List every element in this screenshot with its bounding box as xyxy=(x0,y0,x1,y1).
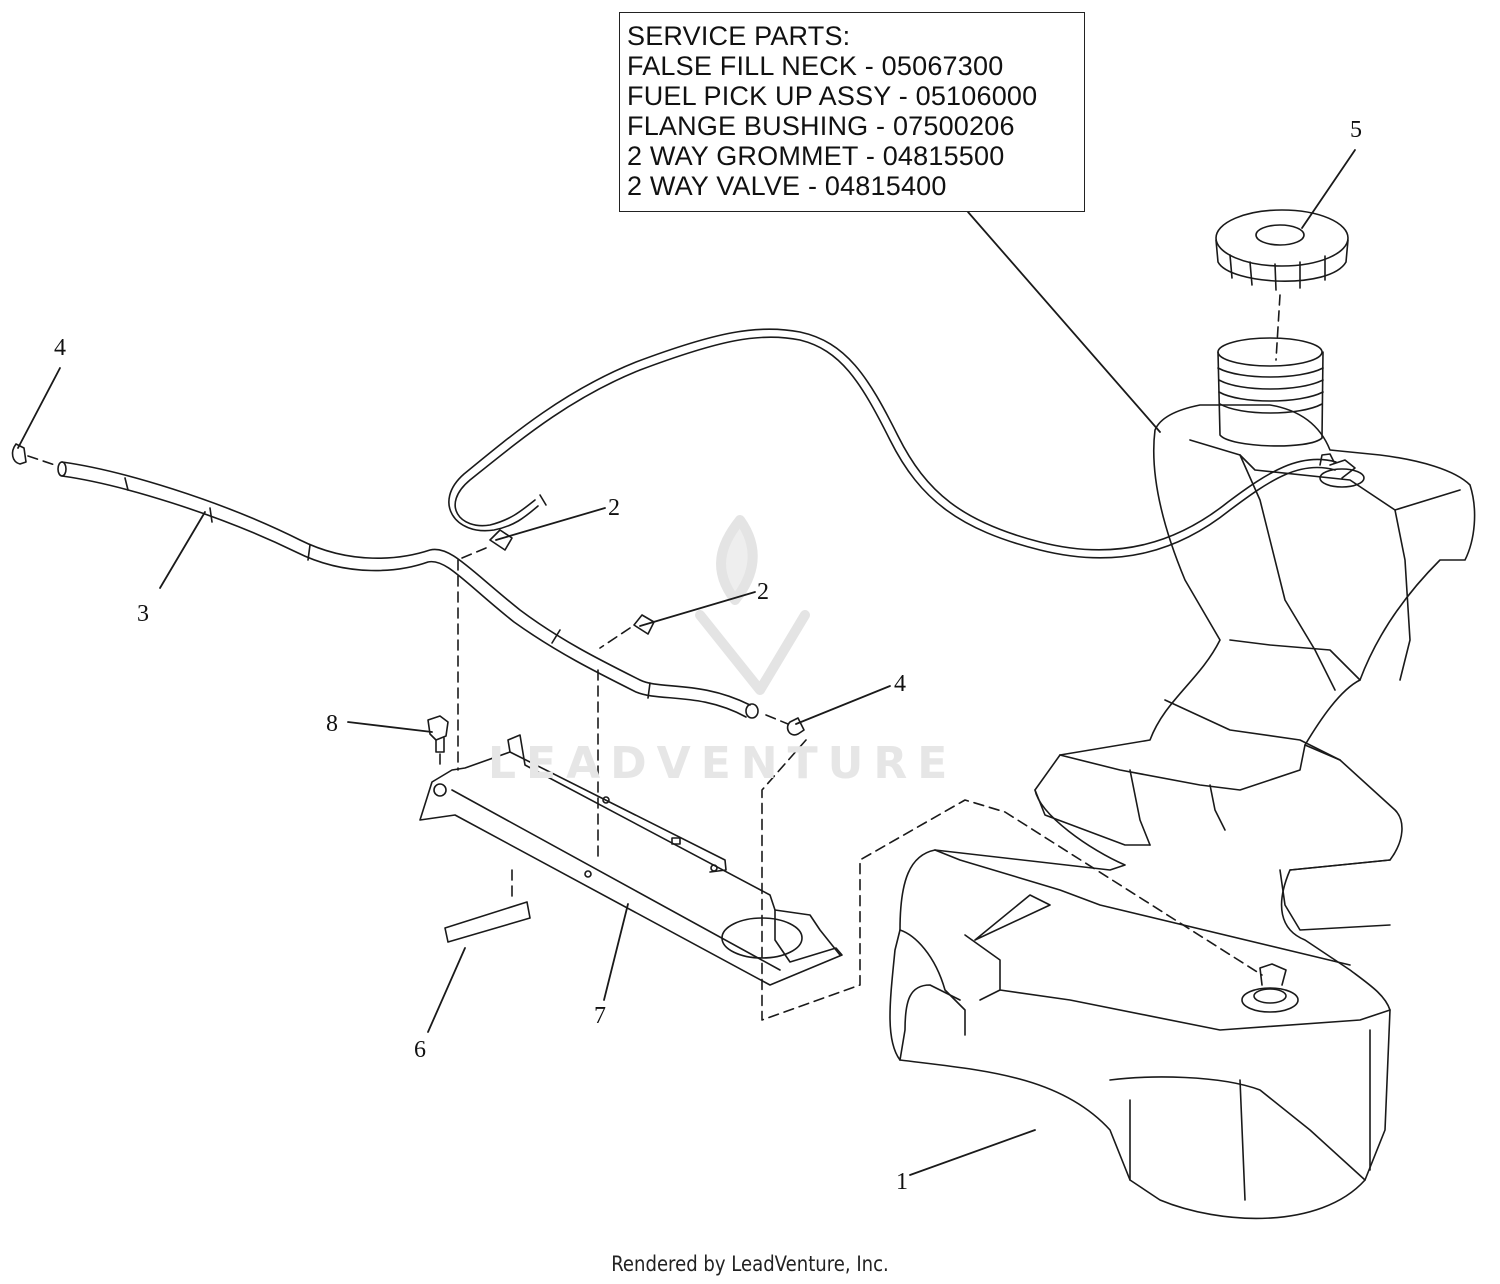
callout-5: 5 xyxy=(1350,117,1362,143)
service-parts-title: SERVICE PARTS: xyxy=(627,21,851,51)
service-part-line: FALSE FILL NECK - 05067300 xyxy=(627,51,1004,81)
fuel-tank xyxy=(889,337,1476,1220)
fuel-cap xyxy=(1215,209,1349,291)
callout-8: 8 xyxy=(326,711,338,737)
service-part-line: 2 WAY GROMMET - 04815500 xyxy=(627,141,1005,171)
foam-pad xyxy=(444,901,531,943)
assembly-dashed-lines xyxy=(27,294,1281,1021)
callout-4: 4 xyxy=(54,335,66,361)
fuel-line xyxy=(57,461,759,719)
vent-hose xyxy=(448,328,1337,559)
service-part-line: FLANGE BUSHING - 07500206 xyxy=(627,111,1015,141)
service-part-line: 2 WAY VALVE - 04815400 xyxy=(627,171,947,201)
leader-lines xyxy=(17,149,1356,1176)
callout-2: 2 xyxy=(608,495,620,521)
service-part-line: FUEL PICK UP ASSY - 05106000 xyxy=(627,81,1038,111)
watermark-text: LEADVENTURE xyxy=(488,738,958,789)
callout-3: 3 xyxy=(137,601,149,627)
callout-4: 4 xyxy=(894,671,906,697)
callout-2: 2 xyxy=(757,579,769,605)
callout-1: 1 xyxy=(896,1169,908,1195)
watermark-logo-icon xyxy=(695,515,810,695)
footer-credit: Rendered by LeadVenture, Inc. xyxy=(611,1252,889,1276)
callout-7: 7 xyxy=(594,1003,606,1029)
callout-6: 6 xyxy=(414,1037,426,1063)
service-parts-box: SERVICE PARTS: FALSE FILL NECK - 0506730… xyxy=(619,12,1085,212)
